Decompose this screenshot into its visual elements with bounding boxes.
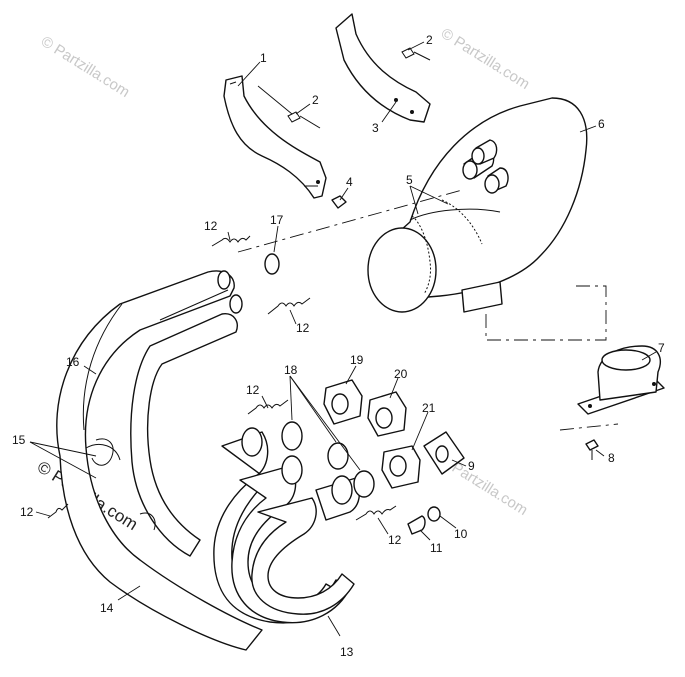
callout-6: 6 (598, 117, 605, 131)
collar-part-17 (264, 253, 280, 275)
callout-18: 18 (284, 363, 298, 377)
bracket-part-3 (335, 13, 431, 123)
callout-15: 15 (12, 433, 26, 447)
centerline-mount (485, 285, 607, 341)
y-pipe-part-14 (56, 270, 263, 651)
callout-2a: 2 (312, 93, 319, 107)
callout-11: 11 (430, 541, 443, 555)
callout-19: 19 (350, 353, 364, 367)
bolt-part-2a (287, 111, 321, 129)
mount-part-7 (577, 345, 665, 415)
flange-part-20 (367, 391, 407, 437)
spring-part-12a (211, 235, 251, 247)
callout-12d: 12 (20, 505, 34, 519)
spring-part-12e (355, 505, 397, 521)
flange-part-19 (323, 379, 363, 425)
watermark-top-left: © Partzilla.com (38, 33, 133, 101)
callout-21: 21 (422, 401, 436, 415)
callout-9: 9 (468, 459, 475, 473)
callout-4: 4 (346, 175, 353, 189)
centerline-bolt-8 (559, 423, 619, 431)
callout-8: 8 (608, 451, 615, 465)
header-pipes-part-13 (213, 427, 361, 624)
callout-5: 5 (406, 173, 413, 187)
leader-lines (29, 41, 657, 637)
callout-1: 1 (260, 51, 267, 65)
gasket-part-9 (423, 431, 465, 475)
nut-part-4 (331, 195, 347, 209)
bolt-part-8 (585, 439, 599, 460)
callout-12b: 12 (296, 321, 310, 335)
spring-part-12b (267, 297, 311, 315)
callout-2b: 2 (426, 33, 433, 47)
spring-part-12d (47, 503, 69, 519)
callout-12a: 12 (204, 219, 218, 233)
callout-12e: 12 (388, 533, 402, 547)
callout-3: 3 (372, 121, 379, 135)
watermark-top-right: © Partzilla.com (438, 25, 533, 93)
callout-13: 13 (340, 645, 354, 659)
callout-14: 14 (100, 601, 114, 615)
flange-part-21 (381, 445, 421, 489)
washer-part-10 (427, 506, 441, 522)
bracket-part-1 (223, 75, 327, 199)
callout-17: 17 (270, 213, 284, 227)
spring-part-12c (247, 399, 289, 415)
callout-12c: 12 (246, 383, 260, 397)
muffler-part-6 (367, 97, 588, 313)
callout-7: 7 (658, 341, 665, 355)
callout-16: 16 (66, 355, 80, 369)
bolt-part-2b (401, 47, 431, 61)
callout-20: 20 (394, 367, 408, 381)
callout-10: 10 (454, 527, 468, 541)
bolt-part-11 (407, 515, 426, 535)
seal-part-18 (281, 421, 375, 498)
